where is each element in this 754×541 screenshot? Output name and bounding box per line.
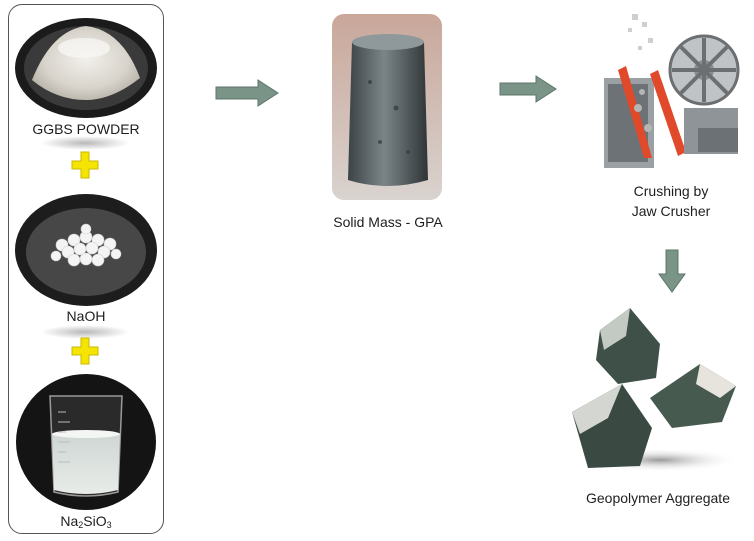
down-arrow-icon [658, 249, 686, 293]
naoh-shadow [40, 325, 130, 339]
sodium-silicate-beaker-image [16, 374, 156, 510]
jaw-crusher-image [604, 14, 740, 168]
naoh-pellets-image [15, 194, 157, 306]
crushing-label-line1: Crushing by [633, 183, 709, 199]
geopolymer-aggregate-label: Geopolymer Aggregate [586, 490, 730, 506]
right-arrow-icon [499, 75, 557, 103]
plus-icon [71, 337, 99, 365]
crushing-label-line2: Jaw Crusher [631, 203, 711, 219]
ggbs-powder-image [15, 18, 157, 118]
sodium-silicate-label: Na2SiO3 [60, 513, 112, 530]
naoh-label: NaOH [66, 308, 106, 324]
ggbs-powder-label: GGBS POWDER [32, 121, 140, 137]
plus-icon [71, 151, 99, 179]
ggbs-shadow [40, 136, 130, 150]
solid-mass-label: Solid Mass - GPA [333, 214, 443, 230]
solid-mass-gpa-image [332, 14, 442, 200]
geopolymer-aggregate-image [572, 308, 740, 472]
right-arrow-icon [215, 79, 279, 107]
